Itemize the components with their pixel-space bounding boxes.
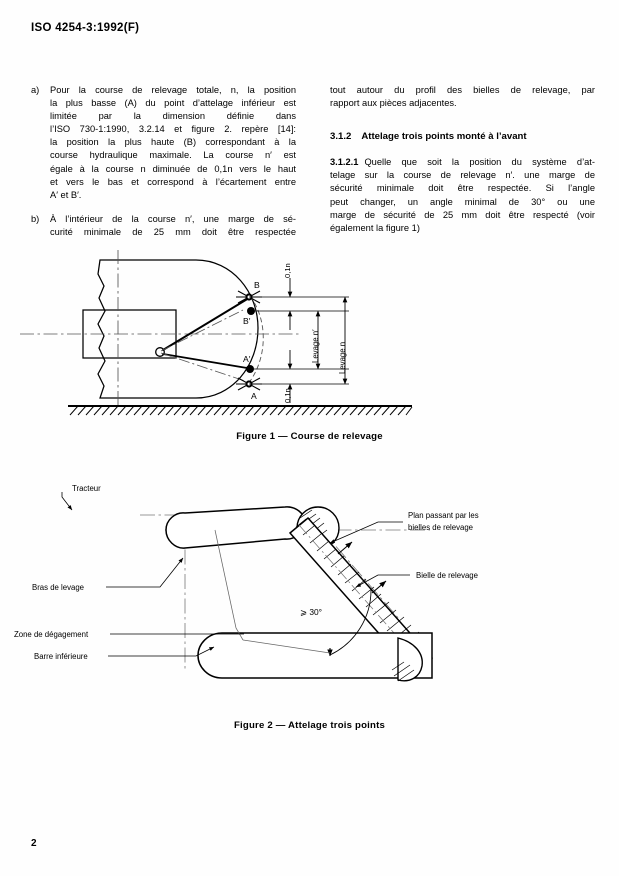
figure-2-angle-arc — [329, 588, 372, 656]
figure-2: Tracteur Bras de levage Zone de dégageme… — [0, 470, 619, 745]
paragraph-line: A′ et B′. — [50, 189, 82, 200]
intro-paragraph: tout autour du profil des bielles de rel… — [330, 84, 595, 110]
right-text-column: tout autour du profil des bielles de rel… — [330, 84, 595, 245]
figure-2-plan-passant-label-line2: bielles de relevage — [408, 523, 473, 532]
paragraph-line: la position la plus haute (B) correspond… — [50, 137, 296, 148]
list-marker-b: b) — [31, 213, 40, 224]
paragraph-line: rapport aux pièces adjacentes. — [330, 98, 457, 109]
figure-1-point-b-prime-label: B′ — [243, 316, 251, 326]
figure-2-bras-de-levage-label: Bras de levage — [32, 583, 84, 592]
figure-1-caption: Figure 1 — Course de relevage — [236, 431, 383, 442]
paragraph-line: et vers le bas et correspond à l’écartem… — [50, 176, 296, 187]
paragraph-line: course hydraulique maximale. La course n… — [50, 150, 296, 161]
list-marker-a: a) — [31, 85, 40, 95]
clause-3-1-2-1: 3.1.2.1 Quelle que soit la position du sy… — [330, 156, 595, 235]
figure-1-dim-upper-label: 0,1n — [283, 263, 292, 278]
list-item: a) Pour la course de relevage totale, n,… — [31, 84, 296, 202]
paragraph-line: À l’intérieur de la course n′, une marge… — [50, 213, 296, 224]
figure-1-point-a-label: A — [251, 391, 257, 401]
figure-2-angle-label: ⩾ 30° — [300, 607, 322, 617]
paragraph-line: également la figure 1) — [330, 222, 420, 233]
paragraph-line: Pour la course de relevage totale, n, la… — [50, 85, 296, 95]
left-text-column: a) Pour la course de relevage totale, n,… — [31, 84, 296, 250]
figure-1-dim-lower-label: 0,1n — [283, 388, 292, 403]
figure-1-levage-label: Levage n — [338, 342, 347, 374]
figure-2-tracteur-label: Tracteur — [72, 484, 101, 493]
figure-2-plan-passant-label-line1: Plan passant par les — [408, 511, 479, 520]
paragraph-line: curité minimale de 25 mm doit être respe… — [50, 226, 296, 237]
figure-1: 0,1n 0,1n Levage n′ Levage n B B′ A′ A — [0, 248, 619, 458]
figure-2-bielle-de-relevage-label: Bielle de relevage — [416, 571, 478, 580]
list-item: b) À l’intérieur de la course n′, une ma… — [31, 213, 296, 239]
figure-1-point-a-prime-label: A′ — [243, 354, 251, 364]
paragraph-line: 3.1.2.1 Quelle que soit la position du sy… — [330, 156, 595, 169]
paragraph-line: l’ISO 730-1:1990, 3.2.14 et figure 2. re… — [50, 124, 296, 135]
paragraph-line: marge de sécurité de 25 mm doit être res… — [330, 209, 595, 220]
section-number: 3.1.2 — [330, 131, 352, 143]
paragraph-line: tout autour du profil des bielles de rel… — [330, 85, 595, 95]
document-header-standard-ref: ISO 4254-3:1992(F) — [31, 22, 140, 34]
section-heading-3-1-2: 3.1.2 Attelage trois points monté à l’ava… — [330, 130, 595, 143]
figure-1-point-b-label: B — [254, 280, 260, 290]
paragraph-line: égale à la course n diminuée de 0,1n ver… — [50, 163, 296, 174]
figure-1-ground-hatching — [69, 405, 413, 416]
figure-1-levage-prime-label: Levage n′ — [311, 329, 320, 363]
figure-2-zone-de-degagement-label: Zone de dégagement — [14, 630, 89, 639]
paragraph-line: peut changer, un angle minimal de 30° ou… — [330, 196, 595, 207]
paragraph-line: sécurité minimale doit être respectée. S… — [330, 183, 595, 194]
figure-2-barre-inferieure-label: Barre inférieure — [34, 652, 88, 661]
figure-2-joint-hatching-lower — [391, 661, 415, 682]
paragraph-line: telage sur la course de relevage n′. une… — [330, 170, 595, 181]
page-number: 2 — [31, 838, 37, 849]
figure-1-drawing: 0,1n 0,1n Levage n′ Levage n B B′ A′ A — [20, 250, 413, 416]
paragraph-line: la plus basse (A) du point d’attelage in… — [50, 98, 296, 109]
figure-2-drawing: Tracteur Bras de levage Zone de dégageme… — [14, 484, 479, 682]
clause-number: 3.1.2.1 — [330, 157, 359, 168]
figure-2-caption: Figure 2 — Attelage trois points — [233, 720, 386, 731]
clause-line: Quelle que soit la position du système d… — [364, 157, 595, 168]
section-title: Attelage trois points monté à l’avant — [361, 131, 527, 143]
paragraph-line: limitée par la dimension définie dans — [50, 111, 296, 122]
